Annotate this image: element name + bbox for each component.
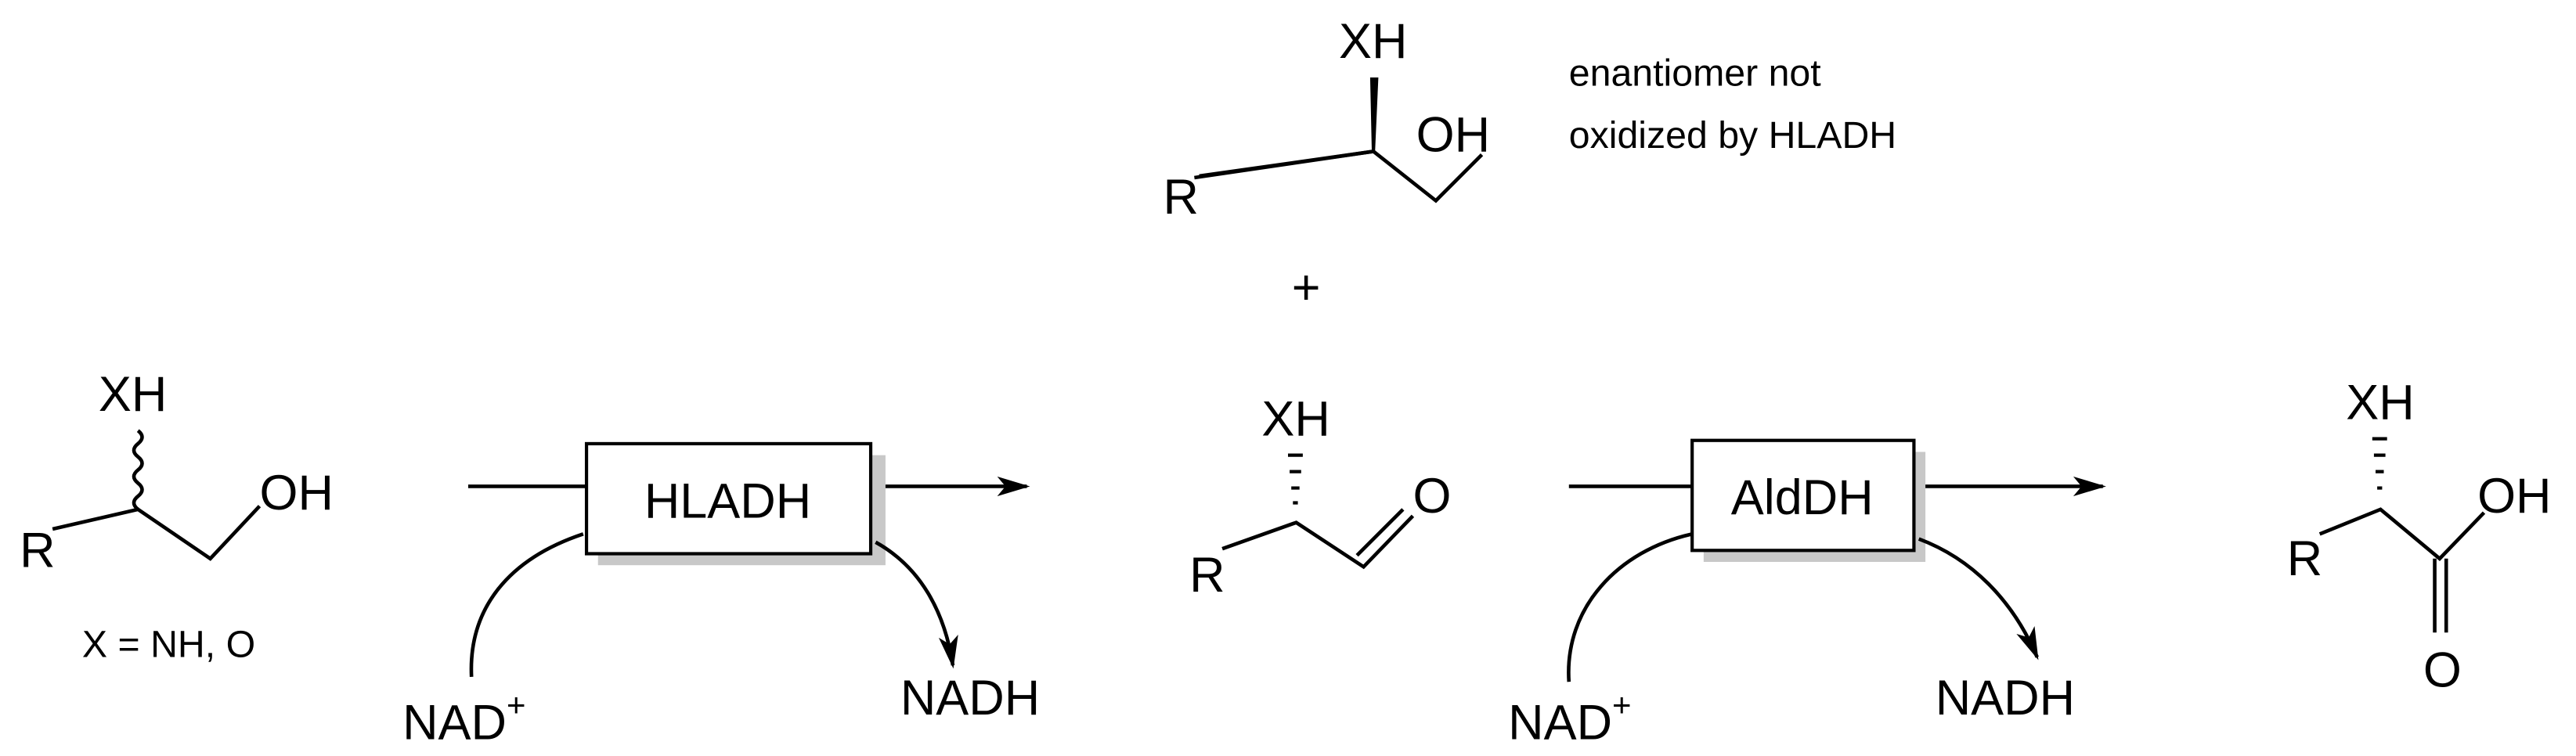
substrate-r: R [20, 523, 55, 578]
acid-oh: OH [2477, 469, 2551, 524]
enzyme-box [584, 441, 873, 556]
wavy-bond [132, 429, 144, 511]
enzyme-hladh: HLADH [644, 473, 811, 528]
acid-bonds [2318, 507, 2486, 633]
enantiomer-xh: XH [1339, 14, 1407, 69]
enantiomer-note-line2: oxidized by HLADH [1569, 114, 1896, 157]
nad-plus-label: NAD+ [402, 686, 525, 750]
hashed-bond [2372, 437, 2387, 490]
step2-arrow: AldDH NAD+ NADH [1508, 438, 2106, 751]
enantiomer-r: R [1164, 170, 1199, 225]
nadh-label: NADH [900, 671, 1040, 725]
enantiomer-oh: OH [1416, 107, 1490, 162]
substrate-structure: XH R OH X = NH, O [20, 367, 334, 666]
aldehyde-o: O [1412, 469, 1451, 524]
nadh-label: NADH [1936, 671, 2075, 725]
aldehyde-structure: XH R O [1189, 391, 1451, 602]
acid-xh: XH [2346, 375, 2414, 430]
aldehyde-r: R [1189, 548, 1225, 603]
enzyme-box [1690, 438, 1916, 553]
substrate-oh: OH [260, 466, 334, 520]
step1-arrow: HLADH NAD+ NADH [402, 441, 1040, 751]
enzyme-alddh: AldDH [1731, 470, 1874, 525]
x-definition: X = NH, O [82, 624, 255, 666]
plus-sign: + [1292, 261, 1321, 315]
aldehyde-bonds [1221, 508, 1415, 570]
substrate-bonds [52, 505, 262, 561]
wedge-bond [1369, 77, 1379, 152]
aldehyde-xh: XH [1261, 391, 1329, 446]
enantiomer-structure: XH R OH enantiomer not oxidized by HLADH… [1164, 14, 1897, 315]
acid-structure: XH R OH O [2287, 375, 2552, 697]
enantiomer-note-line1: enantiomer not [1569, 52, 1821, 95]
acid-o: O [2423, 643, 2462, 697]
hashed-bond [1288, 453, 1303, 505]
substrate-xh: XH [99, 367, 167, 422]
nad-plus-label: NAD+ [1508, 686, 1631, 750]
acid-r: R [2287, 531, 2322, 586]
